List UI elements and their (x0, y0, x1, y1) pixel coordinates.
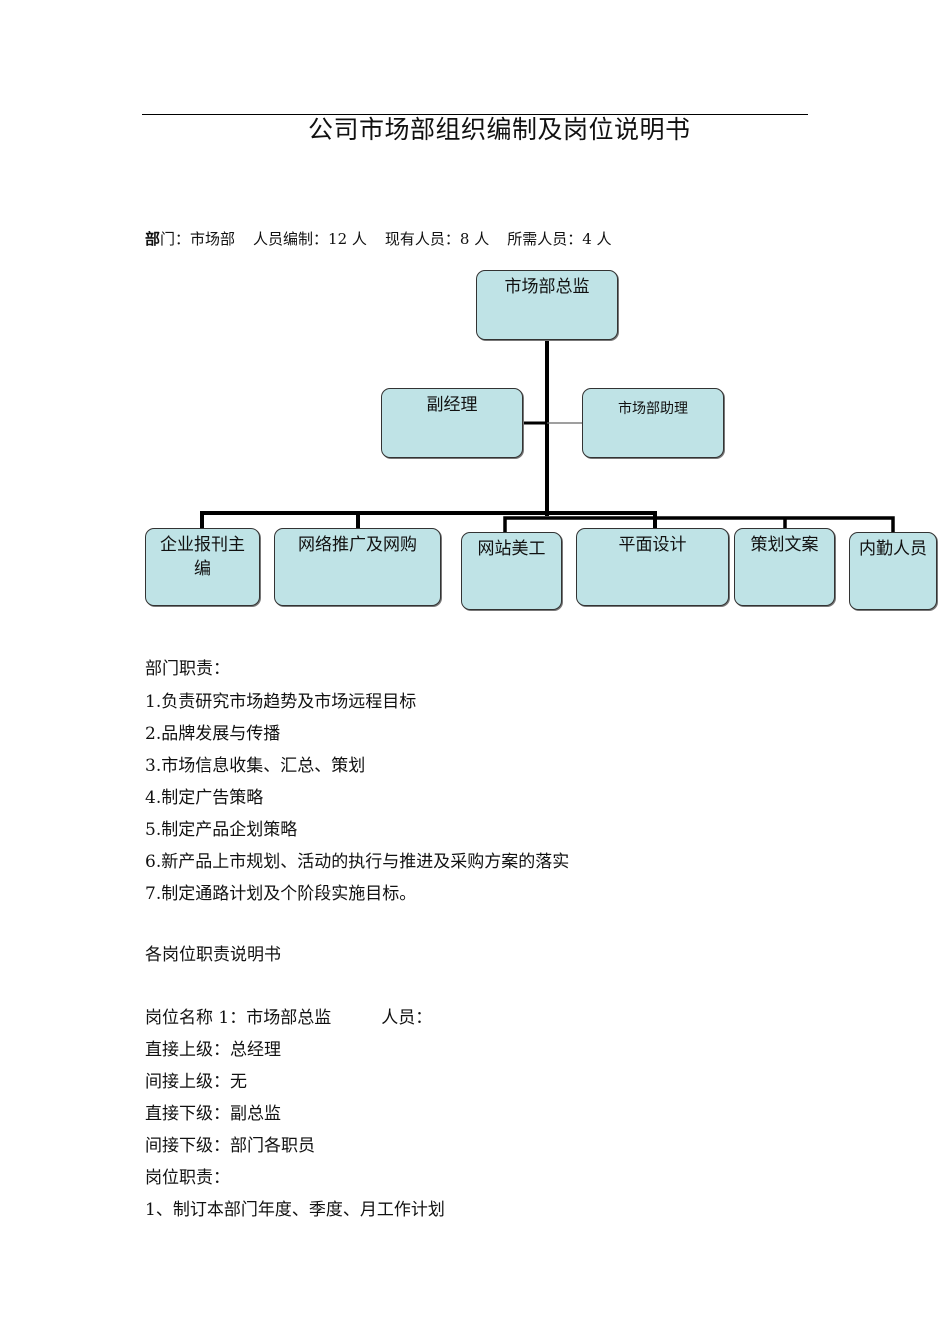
post-name-line: 岗位名称 1：市场部总监 人员： (145, 1002, 445, 1034)
indirect-subordinate: 间接下级：部门各职员 (145, 1136, 315, 1156)
org-node-unit-5: 策划文案 (734, 528, 835, 606)
list-item: 7.制定通路计划及个阶段实施目标。 (145, 884, 417, 904)
post-staff: 人员： (381, 1008, 433, 1028)
list-item: 1.负责研究市场趋势及市场远程目标 (145, 692, 417, 712)
header-rule (142, 114, 808, 115)
list-item: 3.市场信息收集、汇总、策划 (145, 756, 366, 776)
department-info-line: 部门：市场部人员编制：12 人现有人员：8 人所需人员：4 人 (145, 228, 612, 249)
org-node-unit-3: 网站美工 (461, 532, 562, 610)
list-item: 4.制定广告策略 (145, 788, 264, 808)
org-node-unit-4: 平面设计 (576, 528, 729, 606)
staffing-quota: 人员编制：12 人 (253, 230, 367, 248)
direct-subordinate: 直接下级：副总监 (145, 1104, 281, 1124)
org-node-unit-1: 企业报刊主编 (145, 528, 260, 606)
org-node-assistant: 市场部助理 (582, 388, 724, 458)
list-item: 6.新产品上市规划、活动的执行与推进及采购方案的落实 (145, 852, 570, 872)
responsibilities-heading: 部门职责： (145, 659, 230, 679)
post-1-details: 岗位名称 1：市场部总监 人员： 直接上级：总经理 间接上级：无 直接下级：副总监… (145, 1002, 445, 1226)
list-item: 5.制定产品企划策略 (145, 820, 298, 840)
indirect-superior: 间接上级：无 (145, 1072, 247, 1092)
direct-superior: 直接上级：总经理 (145, 1040, 281, 1060)
posts-heading: 各岗位职责说明书 (145, 945, 281, 965)
org-node-unit-2: 网络推广及网购 (274, 528, 441, 606)
responsibilities-list: 1.负责研究市场趋势及市场远程目标 2.品牌发展与传播 3.市场信息收集、汇总、… (145, 686, 569, 910)
current-staff: 现有人员：8 人 (384, 230, 490, 248)
duties-label: 岗位职责： (145, 1168, 230, 1188)
dept-label-bold: 部 (145, 230, 161, 248)
duty-item: 1、制订本部门年度、季度、月工作计划 (145, 1200, 445, 1220)
org-node-unit-6: 内勤人员 (849, 532, 937, 610)
org-node-deputy: 副经理 (381, 388, 523, 458)
dept-label: 门：市场部 (160, 230, 236, 248)
document-title: 公司市场部组织编制及岗位说明书 (308, 115, 691, 144)
org-node-director: 市场部总监 (476, 270, 618, 340)
post-name: 岗位名称 1：市场部总监 (145, 1008, 332, 1028)
list-item: 2.品牌发展与传播 (145, 724, 281, 744)
needed-staff: 所需人员：4 人 (507, 230, 612, 248)
